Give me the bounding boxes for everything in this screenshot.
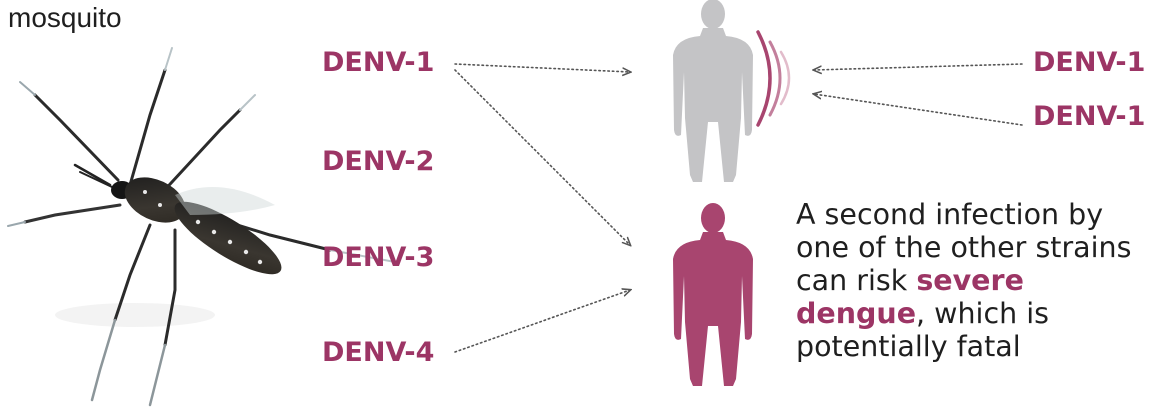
arrow-reinfection-2 xyxy=(814,94,1022,125)
arrow-denv4-to-infected xyxy=(455,290,630,352)
reinfection-label-1: DENV-1 xyxy=(1033,47,1145,78)
strain-label-denv-1: DENV-1 xyxy=(322,47,434,78)
strain-label-denv-2: DENV-2 xyxy=(322,146,434,177)
strain-label-denv-3: DENV-3 xyxy=(322,242,434,273)
arrow-reinfection-1 xyxy=(814,64,1022,70)
arrow-denv1-to-infected xyxy=(455,70,630,245)
reinfection-label-2: DENV-1 xyxy=(1033,101,1145,132)
infected-person-icon xyxy=(673,203,753,386)
strain-label-denv-4: DENV-4 xyxy=(322,337,434,368)
arrow-denv1-to-immune xyxy=(455,64,630,72)
immune-person-icon xyxy=(673,0,753,182)
immunity-arcs-icon xyxy=(758,32,789,125)
severe-dengue-description: A second infection by one of the other s… xyxy=(796,198,1156,363)
